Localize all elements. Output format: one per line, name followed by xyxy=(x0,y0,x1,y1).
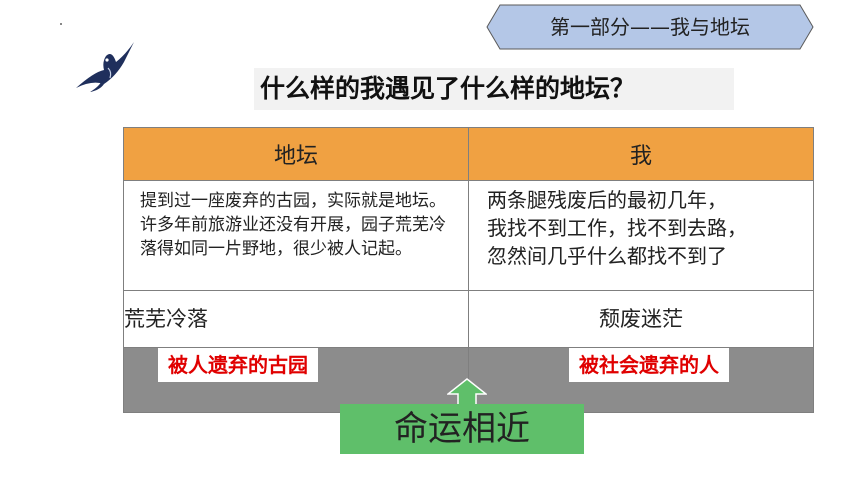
comparison-table: 地坛 我 提到过一座废弃的古园，实际就是地坛。许多年前旅游业还没有开展，园子荒芜… xyxy=(123,127,814,413)
me-description-cell: 两条腿残废后的最初几年， 我找不到工作，找不到去路， 忽然间几乎什么都找不到了 xyxy=(468,180,814,291)
conclusion-row: 被人遗弃的古园 被社会遗弃的人 xyxy=(123,347,814,413)
ditan-conclusion-cell: 被人遗弃的古园 xyxy=(123,347,469,413)
me-mood: 颓废迷茫 xyxy=(468,290,814,348)
ditan-conclusion: 被人遗弃的古园 xyxy=(158,348,318,382)
section-tag: 第一部分——我与地坛 xyxy=(486,4,814,50)
ditan-description-cell: 提到过一座废弃的古园，实际就是地坛。许多年前旅游业还没有开展，园子荒芜冷落得如同… xyxy=(123,180,469,291)
up-arrow-icon xyxy=(447,378,487,406)
me-conclusion: 被社会遗弃的人 xyxy=(569,348,729,382)
header-ditan: 地坛 xyxy=(123,127,469,181)
decorative-dot xyxy=(60,23,62,25)
table-header-row: 地坛 我 xyxy=(123,127,814,181)
me-description: 两条腿残废后的最初几年， 我找不到工作，找不到去路， 忽然间几乎什么都找不到了 xyxy=(469,181,813,290)
ditan-description: 提到过一座废弃的古园，实际就是地坛。许多年前旅游业还没有开展，园子荒芜冷落得如同… xyxy=(140,191,446,259)
section-tag-label: 第一部分——我与地坛 xyxy=(550,15,750,39)
ditan-mood: 荒芜冷落 xyxy=(123,290,469,348)
me-description-line: 忽然间几乎什么都找不到了 xyxy=(487,244,727,268)
me-description-line: 两条腿残废后的最初几年， xyxy=(487,188,727,212)
mood-row: 荒芜冷落 颓废迷茫 xyxy=(123,290,814,348)
fate-label: 命运相近 xyxy=(340,404,584,454)
me-description-line: 我找不到工作，找不到去路， xyxy=(487,216,747,240)
section-tag-shape xyxy=(486,4,814,50)
description-row: 提到过一座废弃的古园，实际就是地坛。许多年前旅游业还没有开展，园子荒芜冷落得如同… xyxy=(123,180,814,291)
question-title: 什么样的我遇见了什么样的地坛？ xyxy=(254,68,734,110)
swallow-icon xyxy=(76,42,134,92)
me-conclusion-cell: 被社会遗弃的人 xyxy=(468,347,814,413)
header-me: 我 xyxy=(468,127,814,181)
